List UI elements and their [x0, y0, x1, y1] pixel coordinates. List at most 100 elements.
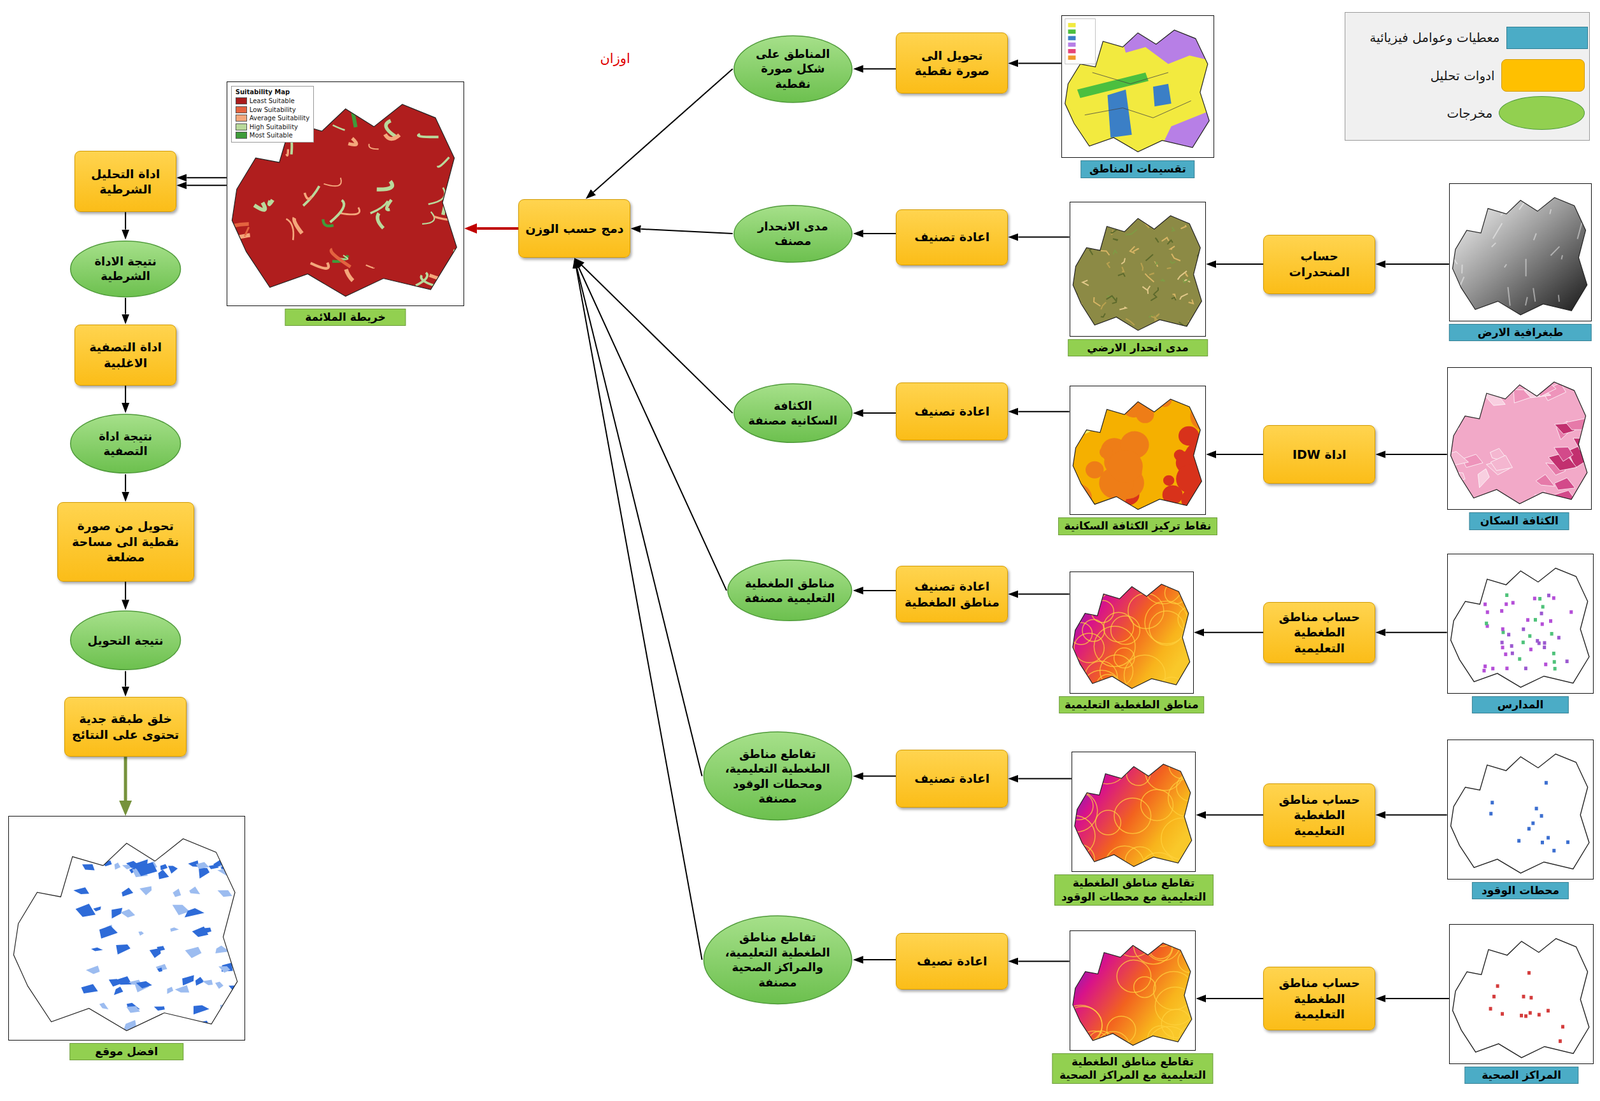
- map-shape: [75, 904, 95, 918]
- map-shape: [1077, 15, 1215, 158]
- map-shape: [1450, 382, 1587, 504]
- oval-label: تقاطع مناطق الطغطية التعليمية، والمراكز …: [721, 930, 834, 991]
- map-shape: [1154, 262, 1158, 268]
- map-shape: [1540, 841, 1544, 845]
- connector-line: [124, 297, 127, 315]
- map-legend-row: Most Suitable: [235, 131, 310, 141]
- map-shape: [1072, 753, 1099, 781]
- connector-line: [1385, 632, 1447, 634]
- connector-line: [863, 776, 896, 778]
- oval-label: المناطق على شكل صورة نقطية: [748, 46, 838, 92]
- map-shape: [1065, 18, 1096, 64]
- map-frame: تقسيمات المناطق: [1061, 15, 1215, 158]
- tool-box: اداة التحليل الشرطية: [74, 150, 177, 213]
- map-shape: [134, 862, 157, 877]
- map-shape: [1461, 264, 1463, 274]
- map-shape: [1170, 246, 1175, 250]
- output-oval: المناطق على شكل صورة نقطية: [732, 34, 854, 104]
- map-shape: [1072, 942, 1192, 1046]
- output-oval: تقاطع مناطق الطغطية التعليمية، ومحطات ال…: [702, 730, 854, 822]
- connector-arrow: [125, 671, 127, 687]
- map-shape: [1500, 627, 1504, 632]
- map-shape: [1107, 215, 1112, 221]
- map-shape: [1150, 294, 1157, 302]
- map-shape: [1153, 84, 1172, 107]
- map-shape: [1488, 1007, 1492, 1012]
- map-shape: [1543, 662, 1548, 667]
- map-frame: مناطق الطغطية التعليمية: [1069, 571, 1195, 694]
- tool-label: اعادة تصنيف: [914, 403, 990, 420]
- map-shape: [231, 258, 237, 277]
- connector-line: [124, 757, 128, 801]
- map-shape: [1067, 55, 1076, 60]
- map-shape: [70, 414, 181, 474]
- map-frame: خريطة الملائمةSuitability MapLeast Suita…: [226, 81, 465, 307]
- tool-box: حساب مناطق الطغطية التعليمية: [1263, 967, 1376, 1031]
- map-shape: [1072, 792, 1094, 821]
- map-shape: [1148, 936, 1173, 959]
- tool-label: اعادة تصنيف مناطق الطغطية: [902, 578, 1001, 610]
- connector-arrow: [125, 581, 127, 601]
- map-shape: [1072, 399, 1202, 510]
- connector-line: [593, 68, 733, 193]
- map-shape: [1072, 215, 1202, 331]
- connector-arrow: [1205, 814, 1264, 816]
- connector-line: [1018, 236, 1070, 239]
- legend-text: ادوات تحليل: [1430, 68, 1495, 84]
- map-shape: [1447, 417, 1460, 437]
- map-caption: تقاطع مناطق الطغطية التعليمية مع المراكز…: [1051, 1053, 1213, 1085]
- oval-shape: [69, 240, 182, 298]
- map-shape: [1533, 288, 1536, 302]
- map-shape: [1182, 278, 1190, 283]
- connector-arrow: [593, 68, 733, 193]
- connector-arrow: [581, 265, 733, 414]
- tool-box: حساب المنحدرات: [1263, 234, 1376, 295]
- connector-line: [1205, 998, 1264, 1000]
- map-shape: [331, 249, 351, 267]
- map-shape: [1081, 408, 1101, 428]
- map-shape: [1168, 779, 1196, 817]
- map-shape: [1450, 568, 1589, 688]
- map-shape: [1452, 198, 1587, 316]
- map-shape: [462, 217, 465, 224]
- connector-line: [124, 212, 127, 230]
- connector-arrow: [863, 776, 896, 777]
- map-shape: [1552, 849, 1556, 854]
- connector-line: [1203, 632, 1264, 634]
- map-shape: [1521, 627, 1525, 632]
- map-shape: [386, 199, 391, 210]
- map-shape: [1188, 204, 1195, 209]
- map-shape: [126, 1006, 140, 1014]
- map-legend-row: Low Suitability: [235, 105, 310, 115]
- map-shape: [1145, 754, 1183, 791]
- map-shape: [1161, 238, 1169, 242]
- connector-arrow: [1216, 264, 1264, 265]
- map-shape: [1103, 612, 1134, 642]
- map-legend-swatch: [235, 97, 248, 105]
- map-legend-text: High Suitability: [249, 122, 298, 132]
- legend-swatch: [1498, 96, 1585, 130]
- map-shape: [1070, 931, 1196, 1051]
- map-shape: [345, 269, 353, 281]
- map-shape: [332, 125, 345, 131]
- oval-text-wrap: نتيجة التحويل: [84, 633, 167, 649]
- map-shape: [1121, 258, 1126, 265]
- map-shape: [703, 732, 852, 821]
- connector-arrow: [1385, 454, 1447, 456]
- map-frame: الكثافة السكان: [1447, 367, 1593, 510]
- map-shape: [91, 948, 103, 952]
- tool-label: حساب مناطق الطغطية التعليمية: [1270, 792, 1369, 840]
- map-shape: [1154, 238, 1159, 243]
- map-shape: [70, 611, 181, 670]
- map-shape: [1537, 1013, 1541, 1018]
- map-shape: [1147, 1026, 1190, 1051]
- map-shape: [1074, 632, 1105, 663]
- map-shape: [1531, 821, 1535, 826]
- map-shape: [1546, 835, 1550, 840]
- map-shape: [1095, 810, 1121, 836]
- map-shape: [1519, 1014, 1523, 1019]
- map-shape: [1539, 611, 1543, 616]
- map-shape: [1503, 653, 1508, 658]
- connector-line: [186, 184, 227, 186]
- tool-box: حساب مناطق الطغطية التعليمية: [1263, 602, 1376, 664]
